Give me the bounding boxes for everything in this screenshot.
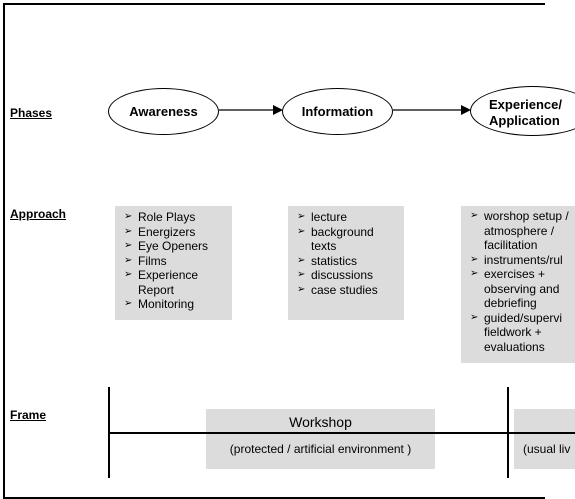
list-item: ➢worshop setup / atmosphere / facilitati…	[470, 209, 569, 252]
approach-box-information: ➢lecture ➢background texts ➢statistics ➢…	[288, 206, 404, 320]
usual-life-frame-box	[514, 409, 575, 469]
arrowhead-bullet-icon: ➢	[297, 211, 306, 222]
arrowhead-bullet-icon: ➢	[470, 253, 479, 265]
list-item: ➢exercises + observing and debriefing	[470, 267, 560, 310]
phase-label: Application	[489, 113, 560, 128]
workshop-subtitle: (protected / artificial environment )	[229, 442, 412, 456]
arrowhead-bullet-icon: ➢	[124, 240, 133, 251]
page-border	[3, 3, 545, 499]
phase-label: Experience/	[489, 97, 562, 112]
list-item: ➢statistics	[297, 253, 358, 268]
list-item: ➢Energizers	[124, 224, 196, 239]
approach-box-awareness: ➢Role Plays ➢Energizers ➢Eye Openers ➢Fi…	[115, 206, 232, 320]
right-arrow-icon	[393, 105, 471, 115]
arrowhead-bullet-icon: ➢	[124, 254, 133, 266]
list-item: ➢Monitoring	[124, 297, 195, 311]
arrowhead-bullet-icon: ➢	[297, 283, 306, 295]
workshop-title: Workshop	[289, 414, 352, 430]
arrowhead-bullet-icon: ➢	[470, 268, 479, 279]
row-label-frame: Frame	[10, 408, 47, 422]
row-label-phases: Phases	[10, 106, 53, 120]
list-item: ➢Experience Report	[124, 268, 199, 297]
arrowhead-bullet-icon: ➢	[470, 311, 479, 323]
arrowhead-bullet-icon: ➢	[124, 211, 133, 222]
arrowhead-bullet-icon: ➢	[297, 225, 306, 237]
phase-experience-application: Experience/ Application	[470, 86, 575, 136]
list-item: ➢instruments/rul	[470, 252, 563, 267]
phase-information: Information	[282, 88, 393, 135]
list-item: ➢Films	[124, 253, 167, 268]
phase-awareness: Awareness	[108, 88, 219, 135]
arrowhead-bullet-icon: ➢	[124, 298, 133, 309]
usual-life-subtitle: (usual liv	[523, 442, 571, 456]
phase-label: Information	[301, 103, 374, 119]
right-arrow-icon	[219, 105, 283, 115]
list-item: ➢case studies	[297, 282, 378, 297]
frame-baseline	[108, 432, 575, 434]
arrowhead-bullet-icon: ➢	[297, 269, 306, 280]
arrowhead-bullet-icon: ➢	[470, 210, 479, 221]
list-item: ➢lecture	[297, 210, 348, 224]
list-item: ➢Eye Openers	[124, 239, 209, 253]
list-item: ➢guided/supervi fieldwork + evaluations	[470, 310, 563, 354]
list-item: ➢Role Plays	[124, 210, 196, 224]
list-item: ➢discussions	[297, 268, 374, 282]
list-item: ➢background texts	[297, 224, 374, 254]
phase-label: Awareness	[129, 103, 198, 119]
workshop-frame-box	[206, 409, 435, 469]
row-label-approach: Approach	[10, 207, 67, 221]
arrowhead-bullet-icon: ➢	[297, 254, 306, 266]
arrowhead-bullet-icon: ➢	[124, 269, 133, 280]
approach-box-experience: ➢worshop setup / atmosphere / facilitati…	[461, 206, 575, 363]
arrowhead-bullet-icon: ➢	[124, 225, 133, 237]
